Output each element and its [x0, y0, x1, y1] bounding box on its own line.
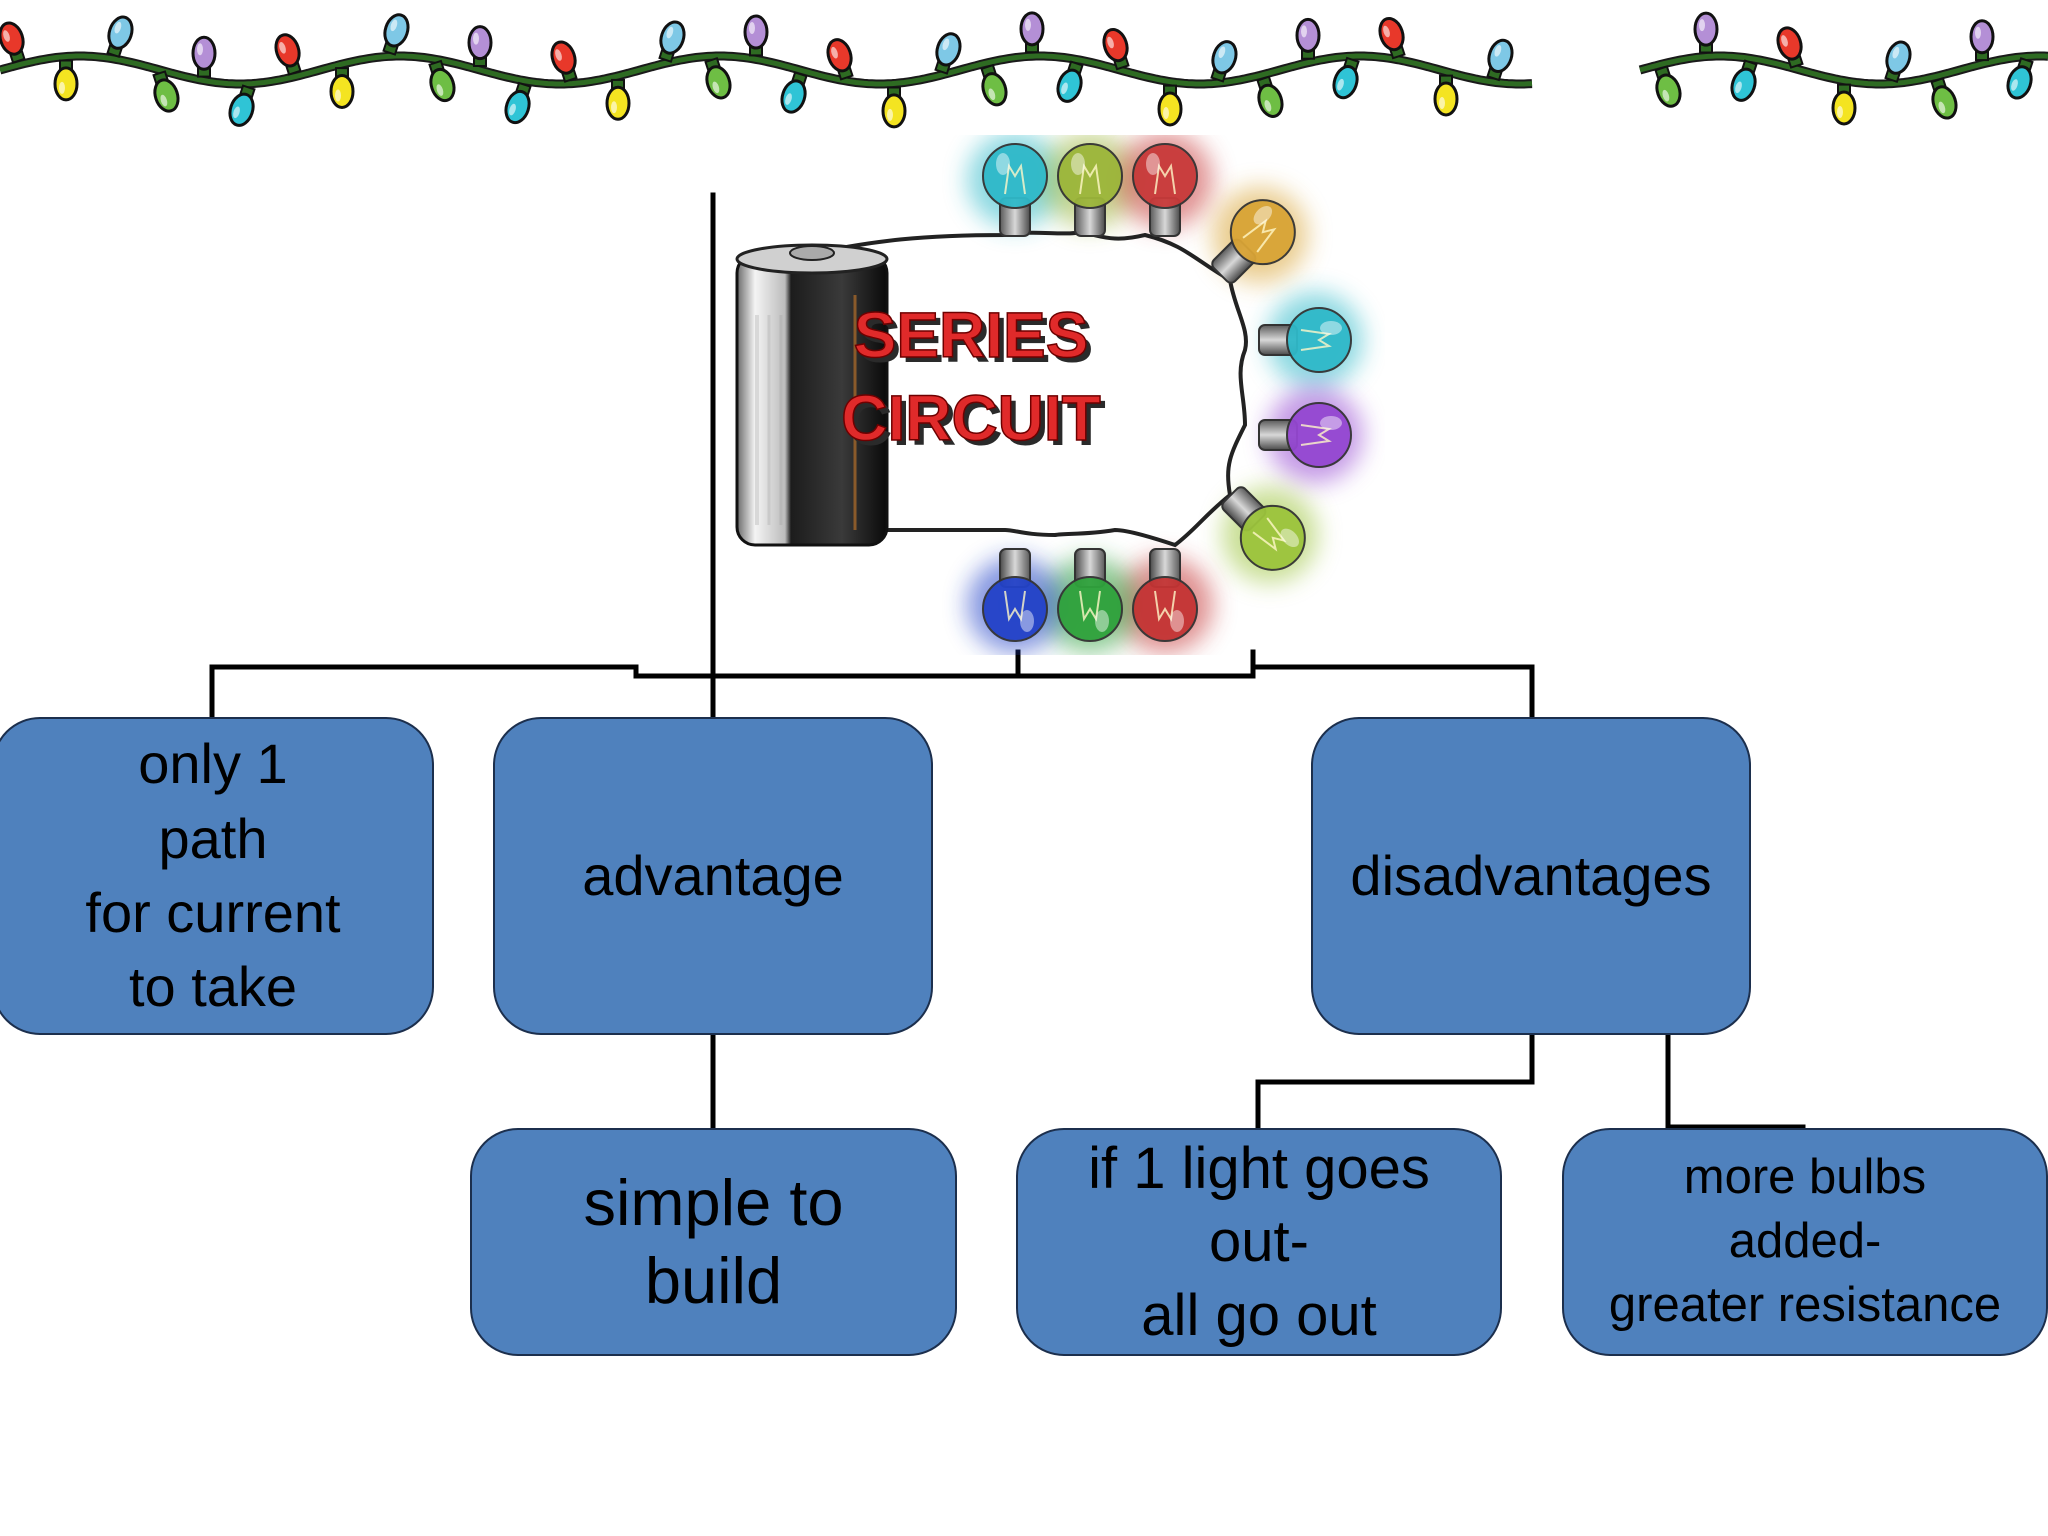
- hero-bulb: [982, 143, 1048, 237]
- garland-bulb: [0, 21, 26, 64]
- garland-bulb: [1930, 77, 1958, 120]
- garland-bulb: [504, 81, 532, 125]
- node-disadvantages-label: disadvantages: [1350, 843, 1712, 907]
- garland-bulb: [550, 40, 578, 83]
- garland-bulb: [106, 15, 134, 59]
- garland-bulb: [1693, 11, 1719, 54]
- hero-bulb: [1057, 143, 1123, 237]
- garland-bulb: [1056, 60, 1084, 103]
- garland-bulb: [467, 25, 493, 67]
- garland-bulb: [274, 33, 302, 76]
- christmas-lights-garland-icon: [0, 11, 2048, 129]
- series-circuit-battery-bulbs-icon: SERIES SERIES CIRCUIT CIRCUIT: [735, 135, 1363, 653]
- connector-branch-bus: [209, 664, 1535, 720]
- hero-bulb: [1221, 486, 1306, 571]
- garland-bulb: [2006, 57, 2034, 100]
- garland-bulb: [1378, 16, 1406, 60]
- node-more-bulbs: more bulbs added- greater resistance: [1562, 1128, 2048, 1356]
- garland-bulb: [1433, 74, 1459, 117]
- garland-bulb: [428, 59, 456, 103]
- garland-bulb: [934, 32, 962, 75]
- garland-bulb: [780, 71, 808, 114]
- garland-bulb: [1969, 19, 1995, 62]
- garland-bulb: [1486, 38, 1514, 82]
- garland-bulb: [1157, 84, 1183, 127]
- garland-bulb: [1884, 40, 1912, 84]
- garland-bulb: [1654, 65, 1682, 108]
- node-only-one-path-label: only 1 path for current to take: [85, 732, 341, 1019]
- garland-bulb: [1102, 27, 1130, 71]
- garland-bulb: [658, 20, 686, 63]
- node-only-one-path: only 1 path for current to take: [0, 717, 434, 1035]
- node-advantage-label: advantage: [582, 843, 844, 907]
- node-advantage: advantage: [493, 717, 933, 1035]
- garland-bulb: [382, 13, 410, 56]
- node-simple-to-build-label: simple to build: [583, 1166, 844, 1317]
- garland-bulb: [1332, 56, 1360, 100]
- hero-bulb: [982, 548, 1048, 642]
- hero-bulb: [1132, 548, 1198, 642]
- hero-title-line1: SERIES: [859, 304, 1094, 376]
- garland-bulb: [228, 84, 256, 127]
- garland-bulb: [605, 78, 631, 121]
- garland-bulb: [1210, 40, 1238, 83]
- node-one-light-out-label: if 1 light goes out- all go out: [1088, 1135, 1430, 1348]
- connector-disadvantages-to-one-light: [1255, 1032, 1535, 1131]
- node-disadvantages: disadvantages: [1311, 717, 1751, 1035]
- hero-bulb: [1258, 402, 1352, 468]
- garland-bulb: [1776, 26, 1804, 69]
- garland-bulb: [704, 56, 732, 100]
- garland-bulb: [1730, 59, 1758, 102]
- garland-bulb: [152, 70, 180, 113]
- circuit-wire: [804, 230, 1248, 548]
- garland-bulb: [1831, 83, 1857, 126]
- garland-bulb: [1019, 11, 1045, 54]
- garland-bulb: [881, 86, 907, 129]
- connector-disadvantages-to-more-bulbs: [1665, 1032, 1806, 1130]
- garland-bulb: [191, 35, 217, 78]
- hero-bulb: [1211, 199, 1296, 284]
- hero-bulb: [1258, 307, 1352, 373]
- svg-text:CIRCUIT: CIRCUIT: [841, 382, 1101, 454]
- node-one-light-out: if 1 light goes out- all go out: [1016, 1128, 1502, 1356]
- garland-wire: [0, 53, 1533, 87]
- garland-bulb: [980, 63, 1008, 107]
- garland-wire: [1639, 53, 2048, 87]
- garland-bulb: [329, 67, 355, 109]
- svg-text:SERIES: SERIES: [854, 299, 1089, 371]
- garland-bulb: [1256, 75, 1284, 118]
- connector-hero-bracket: [1015, 649, 1256, 679]
- garland-bulb: [1295, 17, 1321, 60]
- hero-bulb: [1132, 143, 1198, 237]
- battery-icon: [735, 243, 889, 547]
- node-simple-to-build: simple to build: [470, 1128, 957, 1356]
- garland-bulb: [53, 59, 79, 102]
- garland-bulb: [826, 38, 854, 81]
- hero-title-line2: CIRCUIT: [846, 387, 1106, 459]
- series-circuit-title: SERIES SERIES CIRCUIT CIRCUIT: [840, 298, 1106, 459]
- node-more-bulbs-label: more bulbs added- greater resistance: [1608, 1150, 2002, 1332]
- hero-bulb: [1057, 548, 1123, 642]
- garland-bulb: [743, 14, 769, 57]
